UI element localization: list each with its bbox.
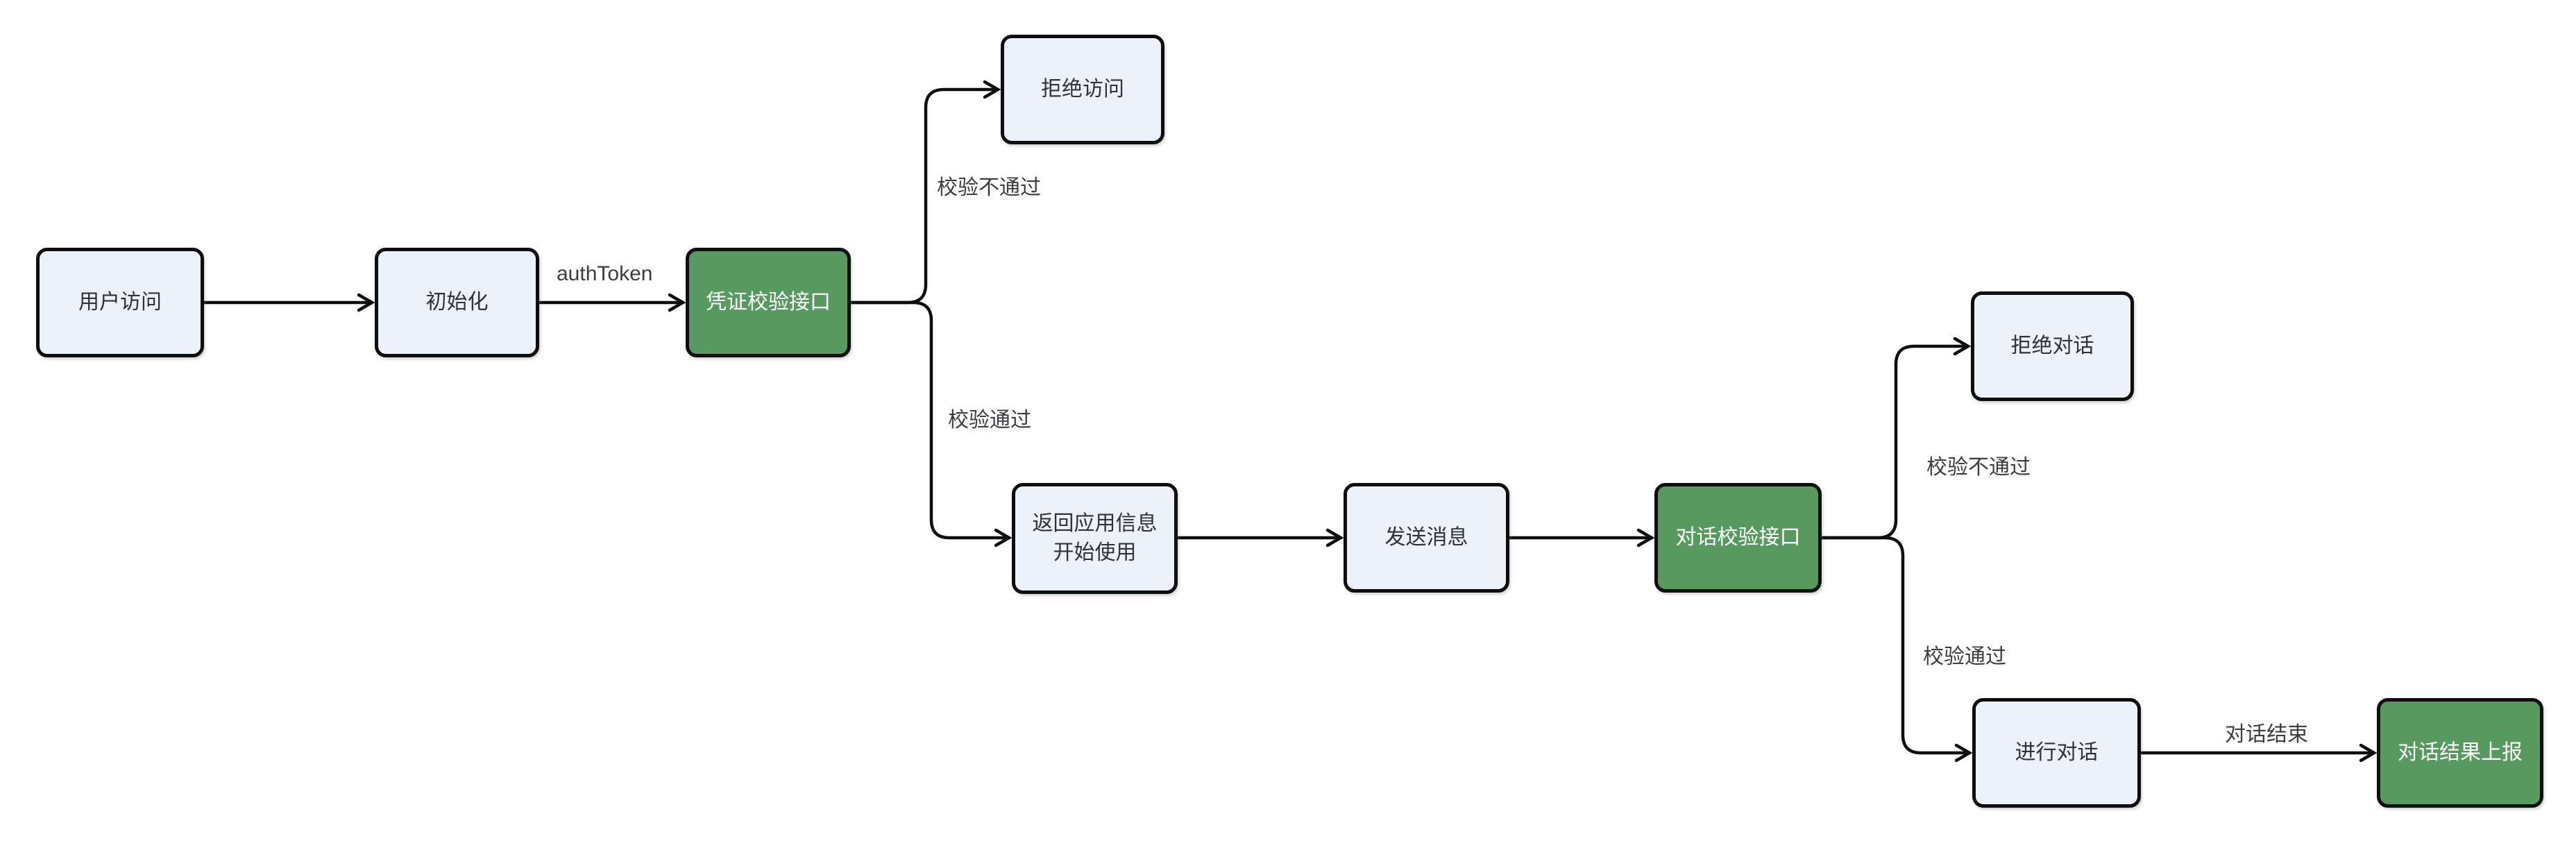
edge-label-verify-fail-2: 校验不通过: [1926, 456, 2031, 479]
node-credential-check-api: 凭证校验接口: [686, 248, 851, 357]
node-init: 初始化: [375, 248, 539, 357]
edge-label-verify-pass-2: 校验通过: [1923, 645, 2006, 668]
edge-dialog-check-to-do-dialog: [1820, 536, 1973, 763]
node-deny-access: 拒绝访问: [1001, 35, 1164, 144]
edge-dialog-check-to-deny-dialog: [1820, 337, 1972, 540]
node-user-access: 用户访问: [36, 248, 204, 357]
edge-label-authtoken: authToken: [557, 262, 653, 285]
node-deny-dialog: 拒绝对话: [1971, 291, 2134, 401]
edge-label-verify-fail-1: 校验不通过: [937, 176, 1041, 199]
node-return-app-info: 返回应用信息 开始使用: [1012, 483, 1178, 594]
edge-credential-check-to-return-app-info: [849, 300, 1012, 547]
node-dialog-check-api: 对话校验接口: [1654, 483, 1822, 593]
node-send-message: 发送消息: [1344, 483, 1509, 593]
node-dialog-result-report: 对话结果上报: [2377, 698, 2543, 808]
edge-label-verify-pass-1: 校验通过: [948, 409, 1031, 432]
node-do-dialog: 进行对话: [1972, 698, 2141, 808]
edge-label-dialog-end: 对话结束: [2225, 723, 2308, 746]
